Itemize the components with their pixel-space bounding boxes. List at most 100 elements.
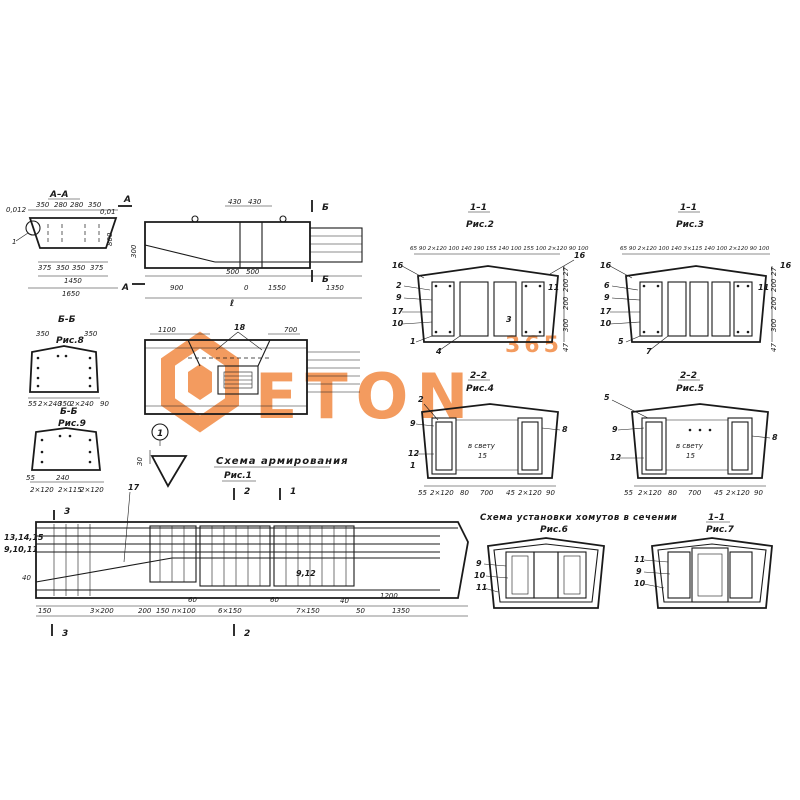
s11a-dim-r-2: 200: [562, 278, 570, 292]
s11b-dim-r-2: 200: [770, 278, 778, 292]
s11b-c-l1: 16: [600, 261, 612, 270]
main-dim-b-9: 50: [356, 607, 365, 615]
aa-dim-left-1: 0,012: [6, 206, 27, 214]
s22b-dim-b-5: 45: [714, 489, 723, 497]
s22a-dim-b-6: 2×120: [518, 489, 542, 497]
s22a-dim-b-5: 45: [506, 489, 515, 497]
watermark-brand: ETON: [255, 360, 476, 433]
side-dim-1550: 1550: [268, 284, 286, 292]
s11a-dim-r-5: 47: [562, 343, 570, 352]
stirrups-c6-1: 9: [476, 559, 482, 568]
main-title: Схема армирования: [216, 456, 349, 467]
main-mark-3-top: 3: [64, 507, 70, 517]
aa-dim-bottom-1: 375: [38, 264, 52, 272]
s22a-note-1: в свету: [468, 442, 496, 450]
s22b-c-4: 8: [772, 433, 778, 442]
side-dim-500b: 500: [246, 268, 260, 276]
s11a-c-o2: 11: [548, 283, 559, 292]
bb-fig: Рис.8: [56, 336, 84, 346]
view-aa-title: А–А: [49, 190, 68, 200]
view-detail-1: 1 30: [136, 423, 188, 488]
s11b-dim-r-1: 27: [770, 267, 778, 276]
s22a-fig: Рис.4: [466, 384, 494, 394]
aa-dim-bottom-4: 375: [90, 264, 104, 272]
bb2-fig: Рис.9: [58, 419, 86, 429]
aa-dim-right-2: 800: [106, 232, 114, 246]
s22a-c-2: 9: [410, 419, 416, 428]
main-fig: Рис.1: [224, 471, 252, 481]
s11b-dim-r-5: 47: [770, 343, 778, 352]
main-callout-3: 17: [128, 483, 140, 492]
aa-dim-1650: 1650: [62, 290, 80, 298]
s11b-fig: Рис.3: [676, 220, 704, 230]
bb2-dim-b-3: 240: [56, 474, 70, 482]
s22a-note-2: 15: [478, 452, 487, 460]
watermark-logo-icon: [161, 331, 239, 433]
watermark: ETON 365: [161, 331, 559, 433]
side-dim-1350: 1350: [326, 284, 344, 292]
side-section-b-bottom: Б: [322, 275, 329, 285]
main-dim-60a: 60: [188, 596, 197, 604]
s22b-c-2: 9: [612, 425, 618, 434]
bb2-title: Б-Б: [60, 407, 78, 417]
bb-dim-b-5: 90: [100, 400, 109, 408]
view-stirrups: Схема установки хомутов в сечении 1–1 Ри…: [474, 513, 773, 609]
main-callout-1: 13,14,15: [4, 533, 44, 542]
bb-dim-b-3: 350: [58, 400, 72, 408]
s22b-fig: Рис.5: [676, 384, 704, 394]
s11a-title: 1–1: [470, 203, 487, 213]
s11a-dim-r-3: 200: [562, 296, 570, 310]
plan-dim-700: 700: [284, 326, 298, 334]
stirrups-fig7: Рис.7: [706, 525, 735, 535]
s22a-c-4: 1: [410, 461, 416, 470]
s22a-dim-b-3: 80: [460, 489, 469, 497]
main-dim-left: 40: [22, 574, 31, 582]
s11a-dim-r-1: 27: [562, 267, 570, 276]
main-dim-b-7: 7×150: [296, 607, 320, 615]
stirrups-section: 1–1: [708, 513, 725, 523]
stirrups-fig6: Рис.6: [540, 525, 568, 535]
detail-dim: 30: [136, 457, 144, 466]
s22b-title: 2–2: [680, 371, 697, 381]
bb-title: Б-Б: [58, 315, 76, 325]
view-plan: 1100 700 18: [144, 323, 360, 415]
s11b-c-o2: 11: [758, 283, 769, 292]
s22a-title: 2–2: [470, 371, 487, 381]
s22a-dim-b-1: 55: [418, 489, 427, 497]
s11b-dim-r-4: 300: [770, 318, 778, 332]
s11b-c-l2: 6: [604, 281, 610, 290]
stirrups-c7-1: 11: [634, 555, 645, 564]
stirrups-c6-2: 10: [474, 571, 486, 580]
view-s11-fig2: 1–1 Рис.2 65 90 2×120 100 140 190 155 14…: [392, 203, 589, 356]
main-dim-b-8: 40: [340, 597, 349, 605]
s22b-note-1: в свету: [676, 442, 704, 450]
s11b-c-l4: 17: [600, 307, 612, 316]
view-main-reinforcement: Схема армирования Рис.1 13,14,15: [4, 456, 469, 639]
aa-dim-1450: 1450: [64, 277, 82, 285]
s11b-c-o1: 16: [780, 261, 792, 270]
main-dim-b-1: 150: [38, 607, 52, 615]
stirrups-title: Схема установки хомутов в сечении: [480, 513, 677, 523]
side-arrow-a: А: [121, 283, 129, 293]
main-callout-2: 9,10,11: [4, 545, 38, 554]
bb2-dim-b-4: 2×115: [58, 486, 82, 494]
s22b-dim-b-1: 55: [624, 489, 633, 497]
view-bb-fig8: Б-Б 350 350 Рис.8 55 2×240 350 2×240 90: [28, 315, 109, 408]
aa-dim-left-2: 1: [12, 238, 16, 246]
side-dim-top-1: 430: [228, 198, 242, 206]
main-dim-60b: 60: [270, 596, 279, 604]
plan-callout-18: 18: [234, 323, 246, 332]
bb-dim-b-2: 2×240: [38, 400, 62, 408]
side-dim-l: ℓ: [229, 299, 234, 309]
detail-label: 1: [157, 429, 163, 439]
main-mark-1-top: 1: [290, 487, 296, 497]
main-callout-4: 9,12: [296, 569, 316, 578]
bb2-dim-b-5: 2×120: [80, 486, 104, 494]
side-section-b-top: Б: [322, 203, 329, 213]
aa-dim-top-3: 280: [70, 201, 84, 209]
view-side: 430 430 300 900 500 500 1550 1350 0 ℓ Б …: [121, 198, 363, 309]
view-aa: А–А 350 280 280 350 0,012 1 0,01 800 375…: [6, 190, 132, 298]
aa-dim-top-4: 350: [88, 201, 102, 209]
aa-dim-bottom-2: 350: [56, 264, 70, 272]
